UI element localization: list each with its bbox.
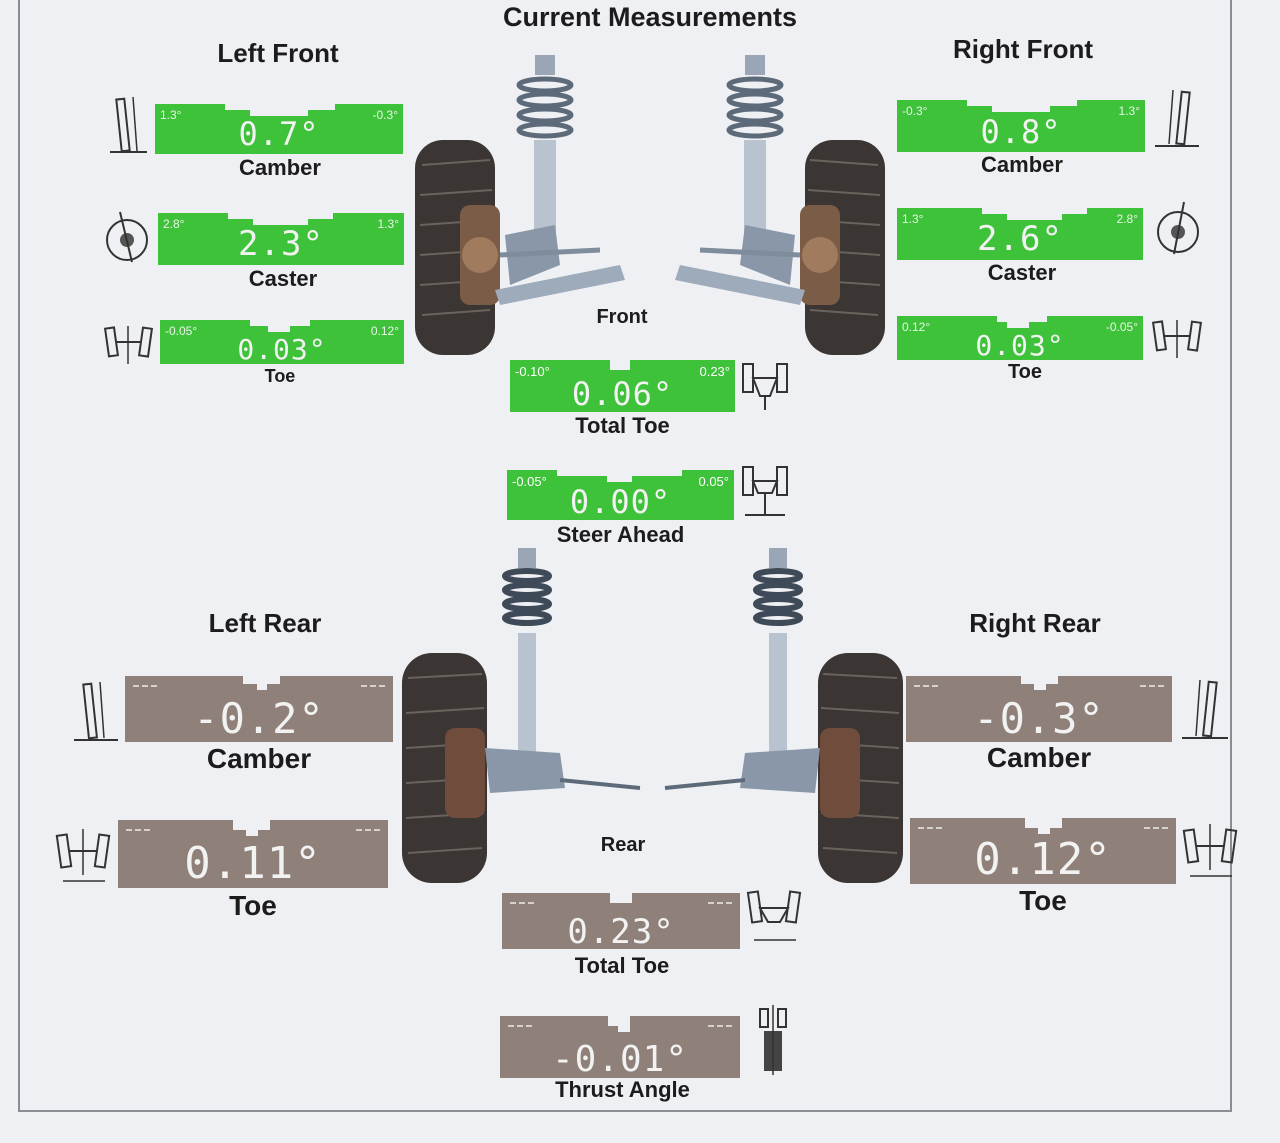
left-front-camber-max: -0.3° bbox=[372, 108, 398, 122]
steer-ahead-value: 0.00° bbox=[569, 483, 672, 520]
front-total-toe-label: Total Toe bbox=[575, 413, 670, 438]
toe-icon bbox=[1182, 824, 1238, 877]
thrust-angle-value: -0.01° bbox=[551, 1039, 689, 1078]
right-rear-heading: Right Rear bbox=[969, 608, 1101, 638]
left-front-caster-label: Caster bbox=[248, 266, 318, 291]
right-front-toe-gauge: 0.12° -0.05° 0.03° bbox=[897, 316, 1143, 360]
front-total-toe-min: -0.10° bbox=[515, 364, 550, 379]
rear-left-suspension-illustration bbox=[402, 548, 641, 883]
left-rear-camber-label: Camber bbox=[206, 743, 312, 774]
right-front-caster-label: Caster bbox=[987, 260, 1057, 285]
caster-icon bbox=[106, 211, 148, 263]
right-front-toe-label: Toe bbox=[1007, 361, 1043, 383]
rear-total-toe-label: Total Toe bbox=[574, 953, 670, 978]
left-front-caster-min: 2.8° bbox=[163, 217, 185, 231]
total-toe-icon bbox=[742, 363, 788, 410]
camber-icon bbox=[1155, 89, 1199, 147]
left-front-camber-gauge: 1.3° -0.3° 0.7° bbox=[155, 104, 403, 154]
right-front-toe-min: 0.12° bbox=[902, 320, 931, 334]
steer-ahead-gauge: -0.05° 0.05° 0.00° bbox=[507, 470, 734, 520]
rear-heading: Rear bbox=[600, 834, 646, 856]
left-rear-toe-gauge: 0.11° bbox=[118, 820, 388, 888]
right-front-camber-max: 1.3° bbox=[1118, 104, 1140, 118]
steer-ahead-max: 0.05° bbox=[698, 474, 729, 489]
toe-icon bbox=[103, 326, 154, 364]
left-front-caster-max: 1.3° bbox=[377, 217, 399, 231]
front-heading: Front bbox=[596, 306, 648, 328]
left-rear-toe-label: Toe bbox=[229, 890, 277, 921]
right-front-caster-max: 2.8° bbox=[1116, 212, 1138, 226]
left-front-toe-value: 0.03° bbox=[237, 333, 327, 364]
steer-ahead-icon bbox=[742, 466, 788, 516]
left-front-camber-label: Camber bbox=[239, 155, 321, 180]
rear-total-toe-value: 0.23° bbox=[567, 912, 675, 949]
front-right-suspension-illustration bbox=[675, 55, 885, 355]
right-rear-toe-gauge: 0.12° bbox=[910, 818, 1176, 884]
right-front-toe-value: 0.03° bbox=[975, 329, 1065, 360]
right-rear-toe-label: Toe bbox=[1019, 885, 1067, 916]
left-front-toe-label: Toe bbox=[264, 366, 296, 386]
right-front-camber-label: Camber bbox=[981, 152, 1063, 177]
right-rear-camber-label: Camber bbox=[986, 742, 1092, 773]
front-total-toe-gauge: -0.10° 0.23° 0.06° bbox=[510, 360, 735, 412]
steer-ahead-min: -0.05° bbox=[512, 474, 547, 489]
rear-right-suspension-illustration bbox=[664, 548, 903, 883]
left-rear-camber-gauge: -0.2° bbox=[125, 676, 393, 742]
front-left-suspension-illustration bbox=[415, 55, 625, 355]
right-front-caster-value: 2.6° bbox=[977, 219, 1063, 259]
page-title: Current Measurements bbox=[502, 2, 798, 32]
right-front-caster-min: 1.3° bbox=[902, 212, 924, 226]
right-rear-camber-value: -0.3° bbox=[973, 694, 1105, 742]
right-rear-toe-value: 0.12° bbox=[974, 834, 1112, 884]
report-frame bbox=[18, 0, 1232, 1112]
right-rear-camber-gauge: -0.3° bbox=[906, 676, 1172, 742]
right-front-camber-value: 0.8° bbox=[980, 113, 1062, 151]
left-front-camber-min: 1.3° bbox=[160, 108, 182, 122]
right-front-camber-gauge: -0.3° 1.3° 0.8° bbox=[897, 100, 1145, 152]
left-rear-toe-value: 0.11° bbox=[184, 838, 322, 888]
toe-icon bbox=[1151, 320, 1203, 358]
left-front-toe-gauge: -0.05° 0.12° 0.03° bbox=[160, 320, 404, 364]
right-front-caster-gauge: 1.3° 2.8° 2.6° bbox=[897, 208, 1143, 260]
camber-icon bbox=[74, 681, 118, 741]
toe-icon bbox=[55, 829, 111, 882]
right-front-heading: Right Front bbox=[952, 34, 1094, 64]
caster-icon bbox=[1157, 201, 1199, 255]
left-front-toe-min: -0.05° bbox=[165, 324, 198, 338]
front-total-toe-max: 0.23° bbox=[699, 364, 730, 379]
left-rear-camber-value: -0.2° bbox=[193, 694, 325, 742]
steer-ahead-label: Steer Ahead bbox=[556, 522, 685, 547]
camber-icon bbox=[1182, 679, 1228, 739]
left-front-caster-value: 2.3° bbox=[238, 224, 324, 264]
thrust-angle-label: Thrust Angle bbox=[555, 1077, 690, 1102]
left-front-heading: Left Front bbox=[217, 38, 339, 68]
left-rear-heading: Left Rear bbox=[208, 608, 322, 638]
camber-icon bbox=[110, 96, 147, 153]
left-front-caster-gauge: 2.8° 1.3° 2.3° bbox=[158, 213, 404, 265]
thrust-angle-icon bbox=[759, 1005, 787, 1075]
right-front-toe-max: -0.05° bbox=[1105, 320, 1138, 334]
right-front-camber-min: -0.3° bbox=[902, 104, 928, 118]
left-front-toe-max: 0.12° bbox=[370, 324, 399, 338]
front-total-toe-value: 0.06° bbox=[571, 375, 674, 412]
rear-total-toe-gauge: 0.23° bbox=[502, 893, 740, 949]
total-toe-icon bbox=[746, 890, 802, 941]
left-front-camber-value: 0.7° bbox=[238, 115, 320, 153]
thrust-angle-gauge: -0.01° bbox=[500, 1016, 740, 1078]
